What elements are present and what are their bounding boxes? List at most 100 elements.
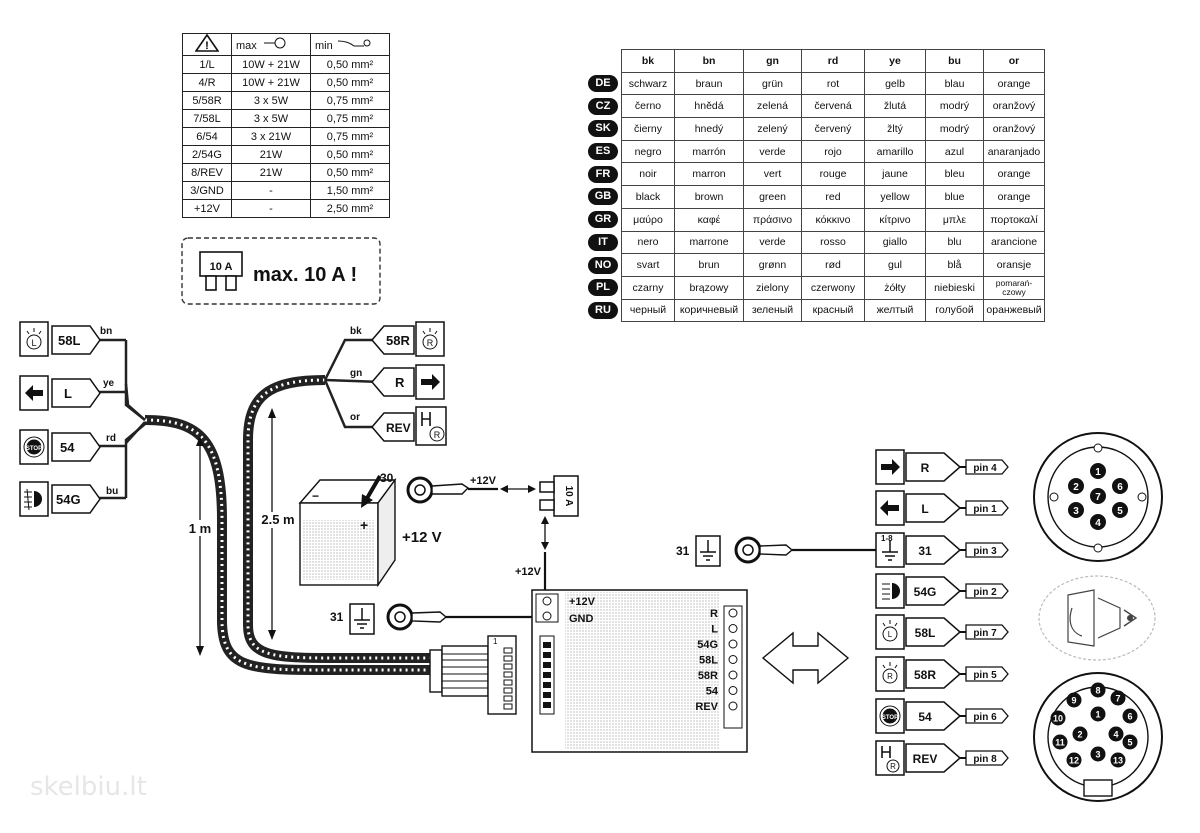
battery-plus: + [360,517,368,533]
language-flag: SK [588,120,618,138]
socket-pin-number: 9 [1071,696,1076,706]
plug-pin [503,655,513,662]
color-name: красный [801,298,865,323]
socket-pin [1052,734,1068,750]
socket-pin-number: 7 [1095,492,1101,503]
spec-max: - [231,199,311,218]
socket-pin-number: 3 [1095,750,1100,760]
term-label: 58L [58,333,80,348]
pin-label: pin 7 [973,628,997,639]
language-flag: IT [588,233,618,251]
socket-pin-number: 8 [1095,686,1100,696]
wire-color: bk [350,326,362,337]
pin-range: 1-8 [881,534,893,543]
lamp-letter: L [31,338,36,348]
wire-label: +12V [470,475,497,487]
socket-pin-number: 1 [1095,710,1100,720]
socket-pin [1122,708,1138,724]
battery-voltage: +12 V [402,529,442,546]
term-label: REV [386,421,411,435]
socket-pin-number: 6 [1127,712,1132,722]
fog-light-icon [882,583,900,600]
term-label: 31 [918,544,932,558]
pin-label: pin 5 [973,670,997,681]
pin-label: pin 1 [973,504,997,515]
pin-label: pin 8 [973,754,997,765]
spec-max: 10W + 21W [231,55,311,74]
module-label-12v: +12V [569,596,596,608]
battery-minus: − [312,489,319,503]
left-arrow-icon [25,385,43,401]
pin1-label: 1 [493,637,498,646]
stop-icon: STOP [23,436,45,458]
inline-fuse: 10 A [539,475,579,550]
color-name: giallo [864,230,926,255]
socket-pin [1050,710,1066,726]
wire-color: gn [350,368,362,379]
plug-pin [503,671,513,678]
length-label: 2.5 m [261,512,294,527]
spec-min: 0,50 mm² [310,73,390,92]
watermark: skelbiu.lt [30,772,147,802]
ground-label: 31 [676,544,690,558]
terminal-slot [543,692,551,698]
color-name: зеленый [743,298,802,323]
socket-pin [1090,682,1106,698]
socket-pin [1090,514,1106,530]
terminal-slot [543,642,551,648]
socket-pin-number: 10 [1053,714,1063,724]
rev-letter: R [434,430,441,440]
color-name: černo [621,94,675,119]
language-flag: PL [588,279,618,297]
fuse-warning-text: max. 10 A ! [253,264,357,286]
spec-row: +12V-2,50 mm² [182,199,390,218]
terminal-screw [728,624,738,633]
language-flag: GB [588,188,618,206]
length-1m: 1 m [185,436,215,656]
socket-pin [1090,706,1106,722]
color-name: green [743,185,802,209]
color-name: vert [743,162,802,187]
socket-pin-number: 13 [1113,756,1123,766]
spec-pin: +12V [182,199,232,218]
reverse-gear-icon: R [421,412,445,442]
color-name: marrone [674,230,744,255]
socket-pin [1090,488,1106,504]
right-term-REV: REV or R [350,406,447,446]
color-name: modrý [925,94,984,119]
socket-pin [1072,726,1088,742]
socket-pin [1108,726,1124,742]
color-name: oransje [983,253,1045,277]
term-label: L [64,386,72,401]
socket-pin-number: 4 [1095,518,1101,529]
color-name: rot [801,71,865,96]
plug-pin [503,703,513,710]
battery-terminal: 30 [380,471,394,485]
spec-pin: 6/54 [182,127,232,146]
svg-text:!: ! [205,40,209,52]
feed-label: +12V [515,566,542,578]
socket-pin [1110,752,1126,768]
right-term-R: R gn [350,364,445,400]
harness-connector: 1 [429,635,517,715]
socket-pin [1090,746,1106,762]
socket-pin-number: 5 [1117,506,1123,517]
module-output-label: R [710,608,718,620]
terminal-slot [543,682,551,688]
module-output-label: 54 [706,686,719,698]
wire-color: bn [100,326,112,337]
rev-letter: R [427,338,434,348]
spec-max: 3 x 21W [231,127,311,146]
parking-light-icon: R [422,328,438,350]
language-flag: FR [588,165,618,183]
